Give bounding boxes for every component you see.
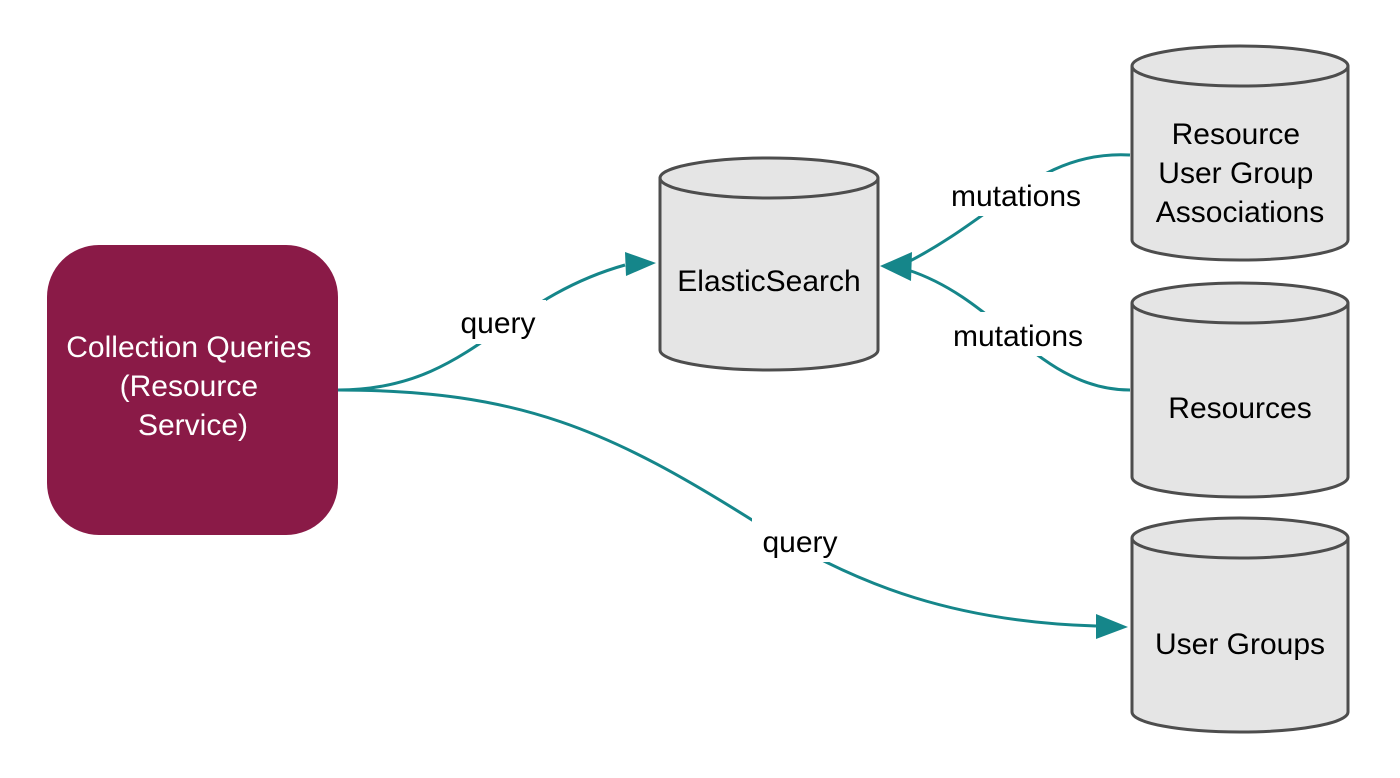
elasticsearch-label: ElasticSearch xyxy=(677,265,860,298)
cylinder-top xyxy=(658,156,880,200)
collection-queries-line-3: Service) xyxy=(138,409,248,442)
edge-label-bg xyxy=(752,518,848,562)
collection-queries-node: Collection Queries (Resource Service) xyxy=(47,245,338,535)
resources-label: Resources xyxy=(1168,392,1311,425)
elasticsearch-cylinder: ElasticSearch xyxy=(658,156,880,372)
associations-line-1: Resource xyxy=(1172,118,1300,151)
edge-label-mutations-bottom: mutations xyxy=(953,320,1083,353)
associations-label: Resource User Group Associations xyxy=(1156,118,1324,229)
arrowhead-elasticsearch-left xyxy=(625,252,656,276)
cylinder-body xyxy=(658,178,880,372)
associations-line-2: User Group xyxy=(1158,157,1313,190)
cylinder-body xyxy=(1130,66,1350,262)
edge-label-mutations-top: mutations xyxy=(951,180,1081,213)
cylinder-top xyxy=(1130,516,1350,560)
edge-label-bg xyxy=(938,172,1094,216)
cylinder-top xyxy=(1130,281,1350,325)
resources-cylinder: Resources xyxy=(1130,281,1350,499)
edge-label-bg xyxy=(450,300,546,344)
cylinder-body xyxy=(1130,538,1350,734)
arrowhead-elasticsearch-right xyxy=(880,252,912,281)
collection-queries-label: Collection Queries (Resource Service) xyxy=(66,331,319,442)
edge-label-bg xyxy=(940,312,1096,356)
associations-line-3: Associations xyxy=(1156,196,1324,229)
edge-query-to-user-groups xyxy=(337,388,1097,628)
edge-label-query-bottom: query xyxy=(762,526,837,559)
edge-label-query-top: query xyxy=(460,307,535,340)
arrowhead-user-groups xyxy=(1096,614,1128,639)
collection-queries-line-1: Collection Queries xyxy=(66,331,311,364)
service-box xyxy=(47,245,338,535)
associations-cylinder: Resource User Group Associations xyxy=(1130,44,1350,262)
user-groups-label: User Groups xyxy=(1155,628,1325,661)
cylinder-top xyxy=(1130,44,1350,88)
collection-queries-line-2: (Resource xyxy=(120,370,258,403)
cylinder-body xyxy=(1130,303,1350,499)
user-groups-cylinder: User Groups xyxy=(1130,516,1350,734)
